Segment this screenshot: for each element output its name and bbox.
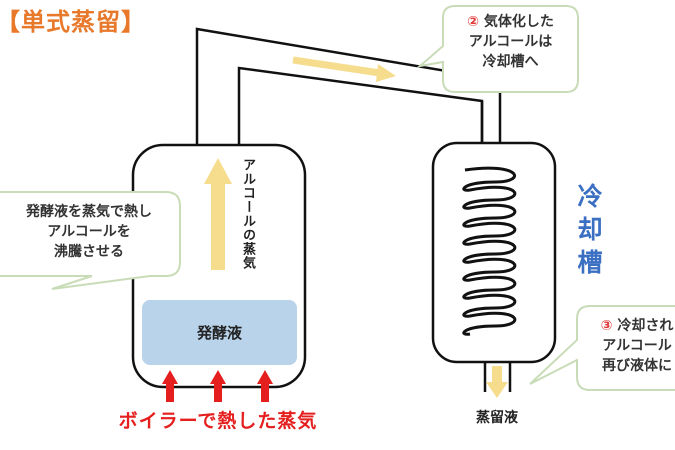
cooling-coil [462, 166, 517, 336]
vapor-arrow-up [204, 158, 232, 270]
callout-line: アルコールを [47, 224, 131, 240]
callout-line: アルコール [602, 338, 672, 354]
callout-line: 気体化した [483, 14, 554, 30]
callout-bubble-1 [0, 191, 181, 290]
steam-arrow-icon [210, 370, 226, 402]
callout-2-text: ② 気体化した アルコールは 冷却槽へ [443, 12, 578, 72]
callout-bubble-2 [416, 5, 579, 93]
cooler-label: 冷却槽 [574, 183, 603, 282]
step-number: ③ [600, 318, 613, 334]
callout-3-text: ③ 冷却され アルコール 再び液体に [582, 316, 675, 376]
step-number: ② [467, 14, 479, 30]
steam-arrow-icon [257, 370, 273, 402]
distillate-label: 蒸留液 [476, 410, 518, 426]
diagram-title: 【単式蒸留】 [0, 8, 146, 36]
callout-line: アルコールは [468, 34, 553, 50]
fermented-liquid [142, 300, 297, 365]
steam-arrow-icon [162, 370, 178, 402]
callout-bubble-3 [529, 305, 675, 391]
callout-line: 沸騰させる [54, 244, 124, 260]
distillate-arrow-down [486, 366, 508, 398]
callout-1-text: 発酵液を蒸気で熱し アルコールを 沸騰させる [0, 202, 178, 262]
callout-line: 冷却槽へ [482, 54, 539, 70]
callout-line: 冷却され [617, 318, 674, 334]
vapor-label: アルコールの蒸気 [240, 158, 255, 270]
flow-arrow-right [292, 56, 396, 82]
coil-path [462, 166, 517, 336]
liquid-label: 発酵液 [196, 324, 242, 342]
cooling-tank [431, 141, 557, 364]
callout-line: 発酵液を蒸気で熱し [26, 204, 152, 220]
steam-arrows [162, 370, 273, 402]
callout-line: 再び液体に [602, 358, 672, 374]
steam-label: ボイラーで熱した蒸気 [118, 410, 318, 432]
pipe-outer-line [195, 27, 502, 145]
